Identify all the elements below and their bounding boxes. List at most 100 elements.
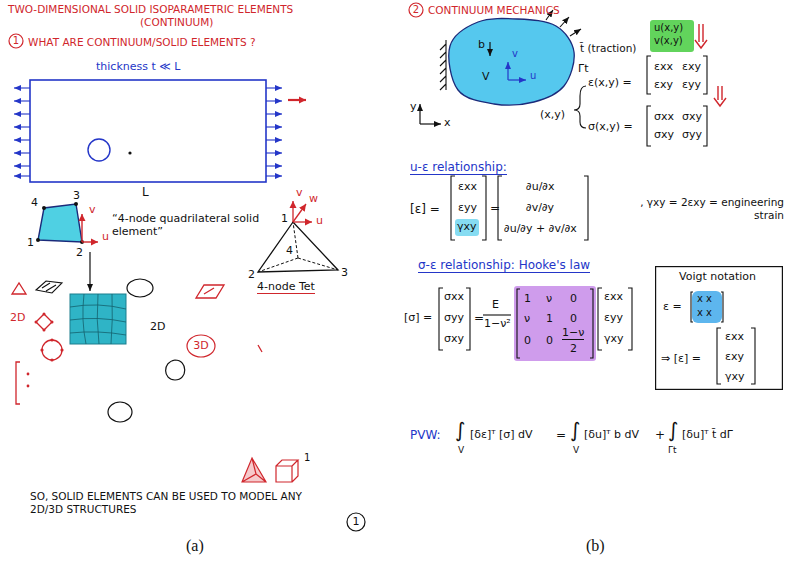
integral-sign: ∫	[570, 418, 580, 442]
tet-hidden-edges	[258, 222, 338, 272]
circle-outline	[187, 335, 215, 357]
circled-number: 1	[8, 33, 24, 49]
load-label: t̄ (traction)	[580, 42, 636, 55]
matrix-bracket	[647, 106, 707, 146]
load-arrow	[14, 165, 30, 166]
pointer-arrow	[89, 252, 90, 291]
matrix-bracket	[647, 56, 707, 94]
load-arrow	[266, 165, 282, 166]
math-term: [σ] =	[404, 311, 432, 324]
tet-element	[258, 222, 338, 272]
math-term: [δu]ᵀ b dV	[584, 428, 639, 441]
math-term: [δε]ᵀ [σ] dV	[470, 428, 533, 441]
dof-arrow	[292, 201, 293, 222]
load-arrow	[266, 113, 282, 114]
fraction-part: 1−ν²	[484, 317, 511, 330]
circled-number-text: 1	[13, 35, 19, 47]
note-text: , γxy = 2εxy = engineering strain	[612, 196, 784, 221]
fraction-bar	[483, 314, 511, 315]
vector-entry: σxy	[444, 332, 464, 345]
load-arrow	[266, 152, 282, 153]
highlight-box: γxy	[455, 219, 479, 236]
dimension-label: thickness t ≪ L	[96, 60, 180, 73]
load-arrow	[266, 126, 282, 127]
sketch-dots	[27, 373, 30, 388]
implies-arrow	[695, 24, 707, 48]
boundary-label: Γt	[578, 62, 588, 75]
vector-entry: εyy	[604, 311, 623, 324]
circle-sketch	[42, 340, 62, 360]
notation-box-text: εxy	[725, 350, 744, 363]
node-number: 1	[27, 236, 34, 249]
element-caption: 4-node Tet	[257, 280, 315, 294]
section-heading: (CONTINUUM)	[140, 16, 213, 29]
triangle-sketch	[12, 283, 26, 294]
matrix-bracket	[517, 289, 593, 358]
point	[128, 151, 131, 154]
matrix-entry: σxy	[654, 128, 674, 141]
integral-domain: Γt	[668, 445, 677, 456]
axis-label: v	[89, 203, 96, 216]
circled-number-text: 2	[413, 4, 419, 16]
highlight-matrix-text: x x	[697, 293, 712, 305]
panel-label: (b)	[586, 536, 605, 555]
material-matrix-text: 0	[546, 334, 553, 347]
conclusion-note: SO, SOLID ELEMENTS CAN BE USED TO MODEL …	[30, 490, 330, 515]
matrix-entry: εyy	[682, 78, 701, 91]
vector-entry: σyy	[444, 311, 464, 324]
math-term: σ(x,y) =	[588, 120, 633, 133]
continuum-body-text: V	[482, 70, 490, 83]
axis-label: u	[102, 230, 109, 243]
math-term: [δu]ᵀ t̄ dΓ	[682, 428, 733, 441]
arrow	[507, 62, 508, 80]
node-number: 4	[31, 196, 38, 209]
node-number: 2	[76, 246, 83, 259]
load-arrow	[14, 87, 30, 88]
hole	[88, 139, 110, 161]
page-number-text: 1	[353, 515, 360, 528]
circle-outline	[409, 3, 423, 17]
element-caption: “4-node quadrilateral solid element”	[112, 212, 262, 238]
notation-box-text: ⇒ [ε] =	[661, 352, 701, 365]
curly-brace	[574, 86, 586, 128]
continuum-body-text: v	[512, 48, 518, 60]
load-arrow	[14, 100, 30, 101]
axis-label: v	[296, 186, 303, 199]
box-outline	[656, 267, 783, 390]
math-symbol: +	[655, 428, 665, 442]
body-outline	[449, 18, 574, 105]
axis-label: x	[444, 116, 451, 129]
load-arrow	[266, 100, 282, 101]
vector-entry: ∂v/∂y	[526, 201, 554, 214]
notation-box-text: ε =	[663, 300, 682, 313]
math-term: [ε] =	[410, 202, 440, 216]
node-number: 3	[73, 189, 80, 202]
highlight-fill	[455, 219, 479, 236]
highlight-fill	[692, 291, 722, 323]
section-heading: CONTINUUM MECHANICS	[428, 4, 560, 17]
load-arrow	[14, 126, 30, 127]
sketch-dots	[35, 313, 54, 332]
notation-box-text: Voigt notation	[679, 270, 756, 283]
vector-entry: σxx	[444, 290, 464, 303]
circled-label: 3D	[186, 334, 216, 358]
material-matrix-text: 1	[546, 312, 553, 325]
plate-outline	[30, 80, 266, 182]
dof-arrow	[81, 214, 82, 242]
load-arrow	[14, 113, 30, 114]
vector-bracket	[498, 176, 588, 240]
highlight-box: u(x,y)v(x,y)	[650, 20, 694, 52]
material-matrix-text: ν	[546, 292, 552, 305]
axis-arrow	[420, 123, 441, 124]
circle-outline	[347, 513, 365, 531]
load-arrow	[14, 175, 30, 176]
load-arrow	[266, 87, 282, 88]
matrix-entry: σxy	[682, 110, 702, 123]
math-term: ε(x,y) =	[588, 76, 632, 89]
integral-sign: ∫	[455, 418, 465, 442]
vector-entry: εxx	[458, 180, 477, 193]
matrix-entry: εxx	[654, 60, 673, 73]
material-matrix-text: ν	[524, 312, 530, 325]
